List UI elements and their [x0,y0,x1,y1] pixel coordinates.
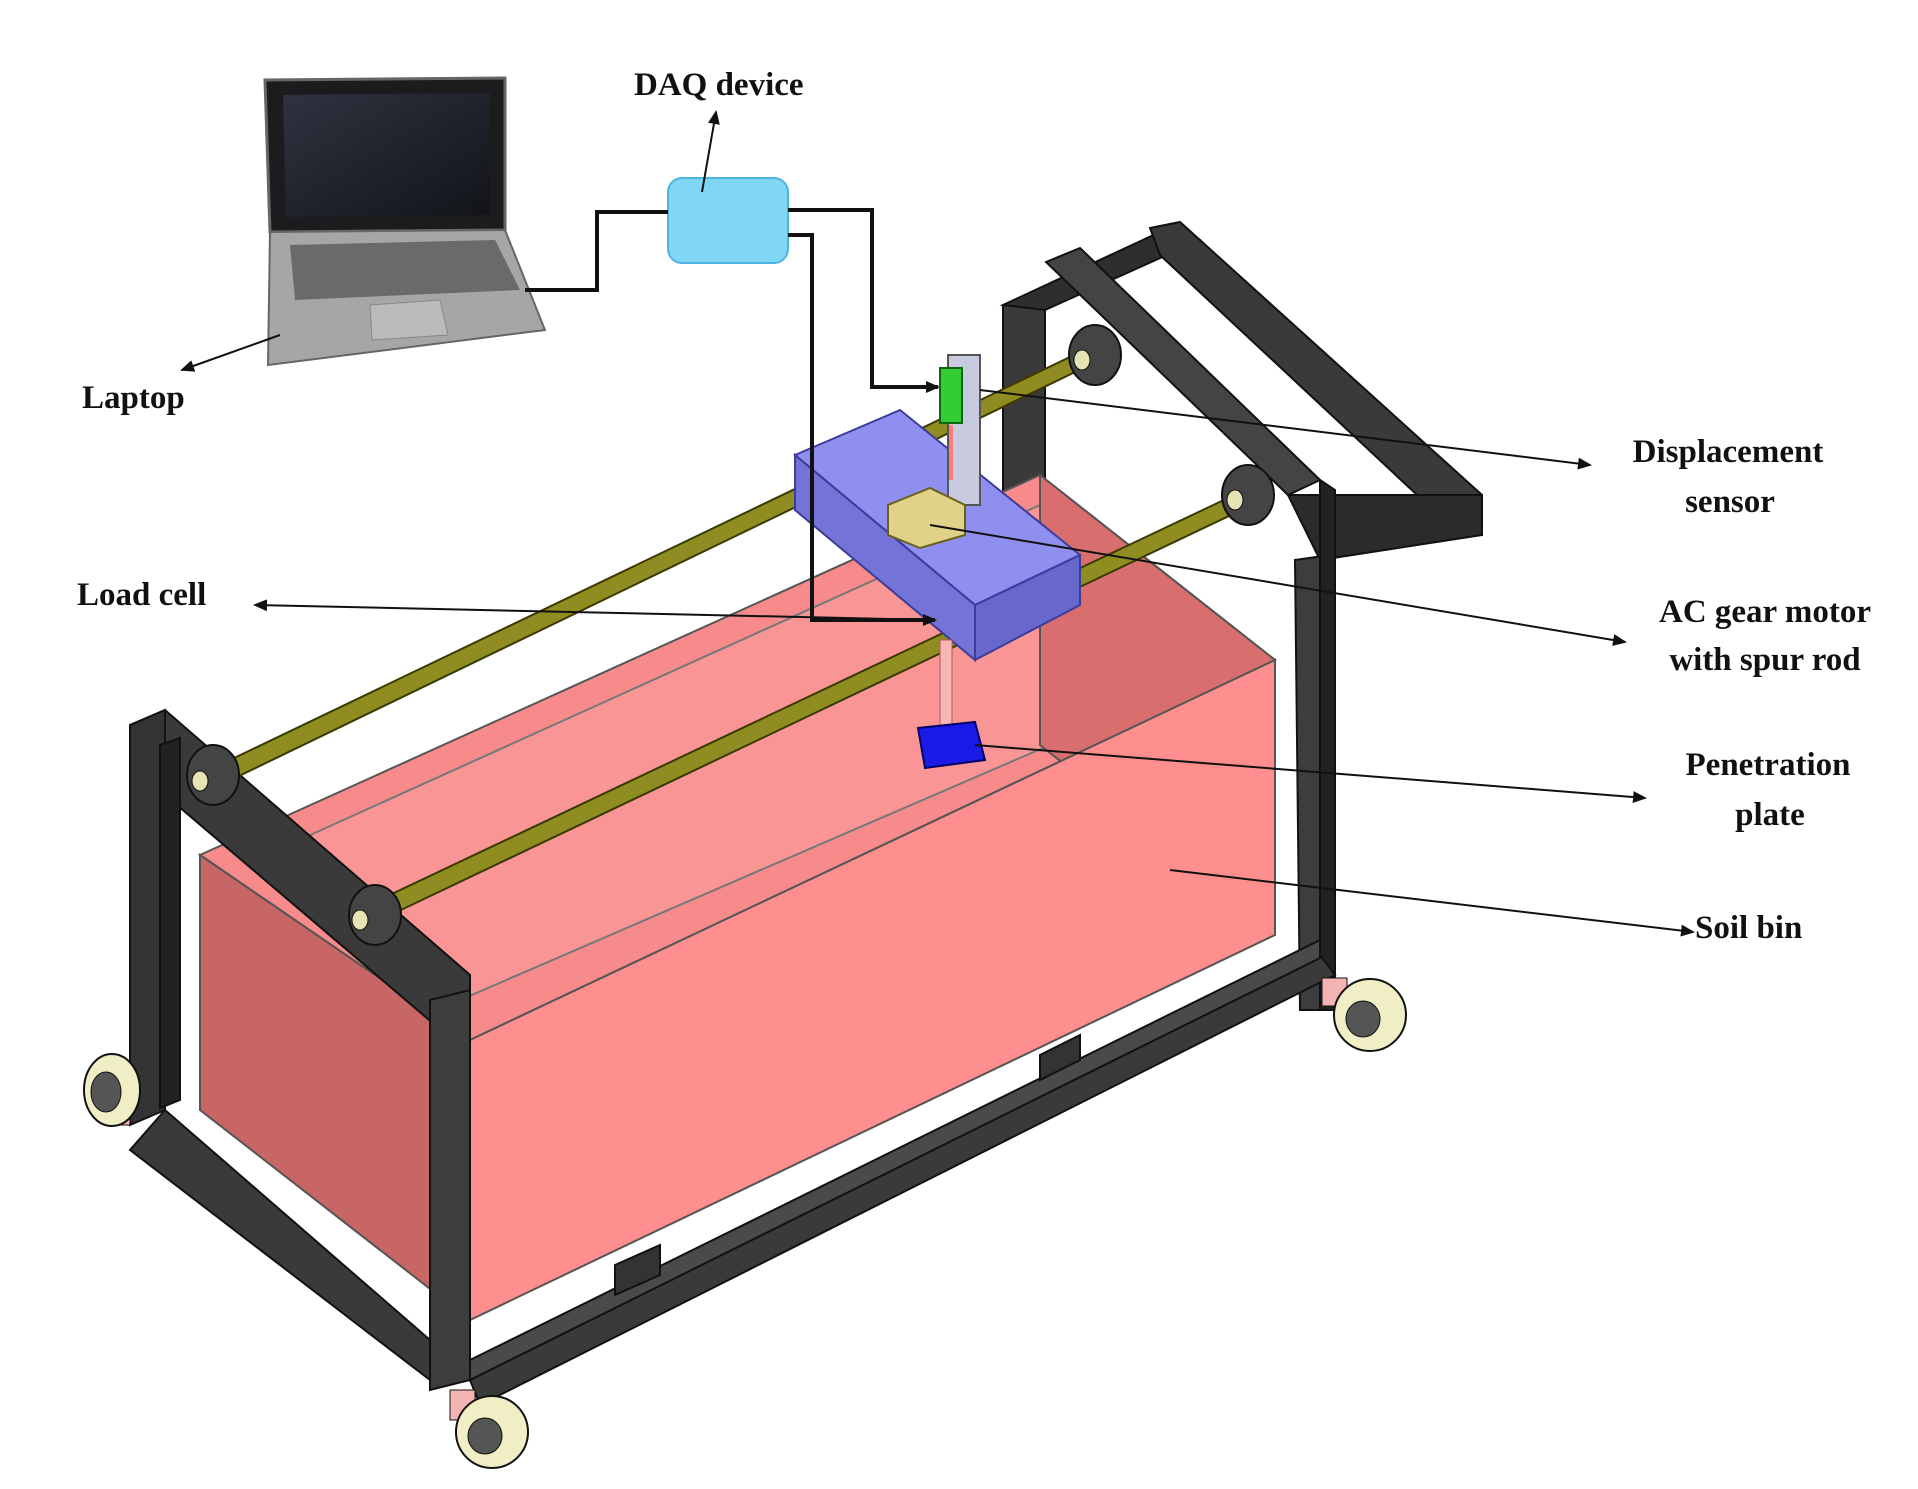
daq-device-box [667,177,789,264]
soilbin-leader [1169,869,1695,937]
displacement-sensor [939,367,963,424]
label-plate-line2: plate [1735,797,1805,833]
wheel-back-right [1321,977,1407,1052]
label-displacement-line2: sensor [1685,484,1775,520]
label-soil-bin: Soil bin [1695,910,1802,946]
label-motor-line2: with spur rod [1669,642,1860,678]
leader-lines [180,110,1695,937]
labels: DAQ device Laptop Displacement sensor Lo… [77,67,1871,946]
displacement-leader [979,389,1592,470]
rail-bearings [186,324,1275,946]
label-displacement-line1: Displacement [1633,434,1824,470]
ac-gear-motor [887,486,966,550]
wheel-front-left [83,1053,141,1127]
plate-leader [974,744,1647,804]
motor-leader [929,524,1627,646]
label-daq-device: DAQ device [634,67,804,103]
laptop-leader [180,334,281,372]
carriage-assembly [793,354,1082,770]
laptop [263,76,547,367]
wheels [83,977,1407,1469]
loadcell-leader [253,599,936,621]
label-laptop: Laptop [82,380,185,416]
label-plate-line1: Penetration [1686,747,1851,783]
label-load-cell: Load cell [77,577,206,613]
penetration-plate [916,720,987,770]
wiring [525,208,940,626]
daq-leader [701,110,720,193]
label-motor-line1: AC gear motor [1659,594,1871,630]
wheel-front-right [449,1389,529,1469]
